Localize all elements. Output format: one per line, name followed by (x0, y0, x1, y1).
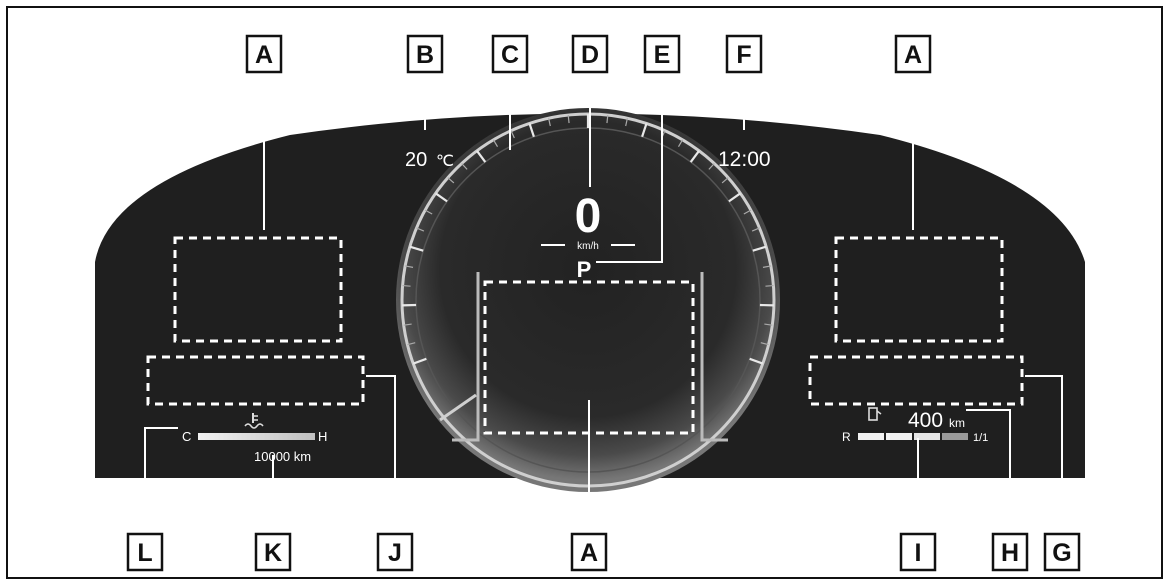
fuel-pump-icon (868, 407, 882, 421)
multi-info-area-right (834, 236, 1004, 343)
callout-f: F (725, 34, 763, 74)
fuel-bar-seg-2 (886, 433, 912, 440)
callout-b: B (406, 34, 444, 74)
speedometer-tick (751, 227, 760, 232)
svg-text:D: D (581, 41, 599, 69)
svg-text:K: K (264, 539, 282, 567)
speedometer-tick (764, 323, 773, 326)
speedometer-tick (402, 284, 411, 287)
speedometer-tick (743, 209, 752, 215)
speedometer-tick (765, 284, 774, 287)
speedometer-tick (752, 245, 767, 252)
callout-l: L (126, 532, 164, 572)
speedometer-tick (762, 265, 771, 268)
speedometer-tick (407, 342, 416, 346)
callout-i: I (899, 532, 937, 572)
speedometer-tick (409, 245, 424, 252)
speedometer-tick (510, 130, 515, 139)
svg-text:E: E (654, 41, 671, 69)
callout-g: G (1043, 532, 1081, 572)
callout-a-top-right: A (894, 34, 932, 74)
svg-text:L: L (137, 539, 152, 567)
thermometer-icon (244, 413, 264, 429)
speedometer-tick (528, 123, 535, 138)
fuel-bar-seg-1 (858, 433, 884, 440)
svg-text:F: F (736, 41, 751, 69)
multi-info-area-left (173, 236, 343, 343)
speedometer-tick (476, 150, 487, 163)
indicator-area-left (146, 355, 365, 406)
coolant-hot-label: H (318, 429, 327, 444)
callout-e: E (643, 34, 681, 74)
svg-text:J: J (388, 539, 402, 567)
speed-value: 0 (575, 190, 602, 243)
speedometer-tick (689, 150, 700, 163)
center-display-frame (452, 272, 728, 442)
cruising-range-unit: km (949, 416, 965, 430)
speedometer-tick (625, 118, 628, 127)
svg-text:H: H (1001, 539, 1019, 567)
speedometer-tick (403, 323, 412, 326)
callout-leader-lines (144, 75, 1063, 534)
speedometer-scale (402, 114, 774, 365)
speedometer-gauge (396, 108, 780, 492)
svg-text:C: C (501, 41, 519, 69)
diagram-frame (6, 6, 1163, 579)
outside-temp-unit: ℃ (436, 153, 454, 170)
indicator-area-right (808, 355, 1024, 406)
fuel-bar-seg-3 (914, 433, 940, 440)
svg-text:B: B (416, 41, 434, 69)
speedometer-tick (461, 163, 468, 170)
speed-unit: km/h (577, 241, 599, 252)
speedometer-tick (677, 139, 684, 148)
speedometer-tick (405, 265, 414, 268)
coolant-cold-label: C (182, 429, 191, 444)
speedometer-tick (721, 177, 729, 184)
callout-a-top-left: A (245, 34, 283, 74)
odometer: 10000 km (254, 449, 311, 464)
speed-needle (439, 393, 477, 422)
callout-h: H (991, 532, 1029, 572)
speedometer-tick (416, 227, 425, 232)
coolant-temp-bar (198, 433, 315, 440)
svg-text:A: A (255, 41, 273, 69)
callout-j: J (376, 532, 414, 572)
fuel-bar-seg-4 (942, 433, 968, 440)
speedometer-tick (548, 118, 551, 127)
svg-text:A: A (904, 41, 922, 69)
callout-k: K (254, 532, 292, 572)
callout-a-bottom: A (570, 532, 608, 572)
speedometer-tick (424, 209, 433, 215)
speedometer-tick (708, 163, 715, 170)
svg-text:G: G (1052, 539, 1071, 567)
svg-text:A: A (580, 539, 598, 567)
fuel-empty-label: R (842, 430, 851, 444)
fuel-full-label: 1/1 (973, 432, 988, 444)
speedometer-tick (492, 139, 499, 148)
speedometer-tick (641, 123, 648, 138)
gear-position: P (577, 257, 592, 282)
clock: 12:00 (718, 148, 771, 171)
speedometer-tick (749, 357, 764, 365)
speedometer-tick (760, 342, 769, 346)
svg-text:I: I (915, 539, 922, 567)
cruising-range-value: 400 (908, 409, 943, 432)
speedometer-tick (728, 192, 741, 203)
speedometer-tick (567, 114, 570, 124)
callout-d: D (571, 34, 609, 74)
speedometer-tick (412, 357, 427, 365)
callout-c: C (491, 34, 529, 74)
speedometer-tick (606, 114, 609, 124)
speedometer-tick (447, 177, 455, 184)
speedometer-tick (435, 192, 448, 203)
outside-temp: 20 (405, 149, 427, 171)
